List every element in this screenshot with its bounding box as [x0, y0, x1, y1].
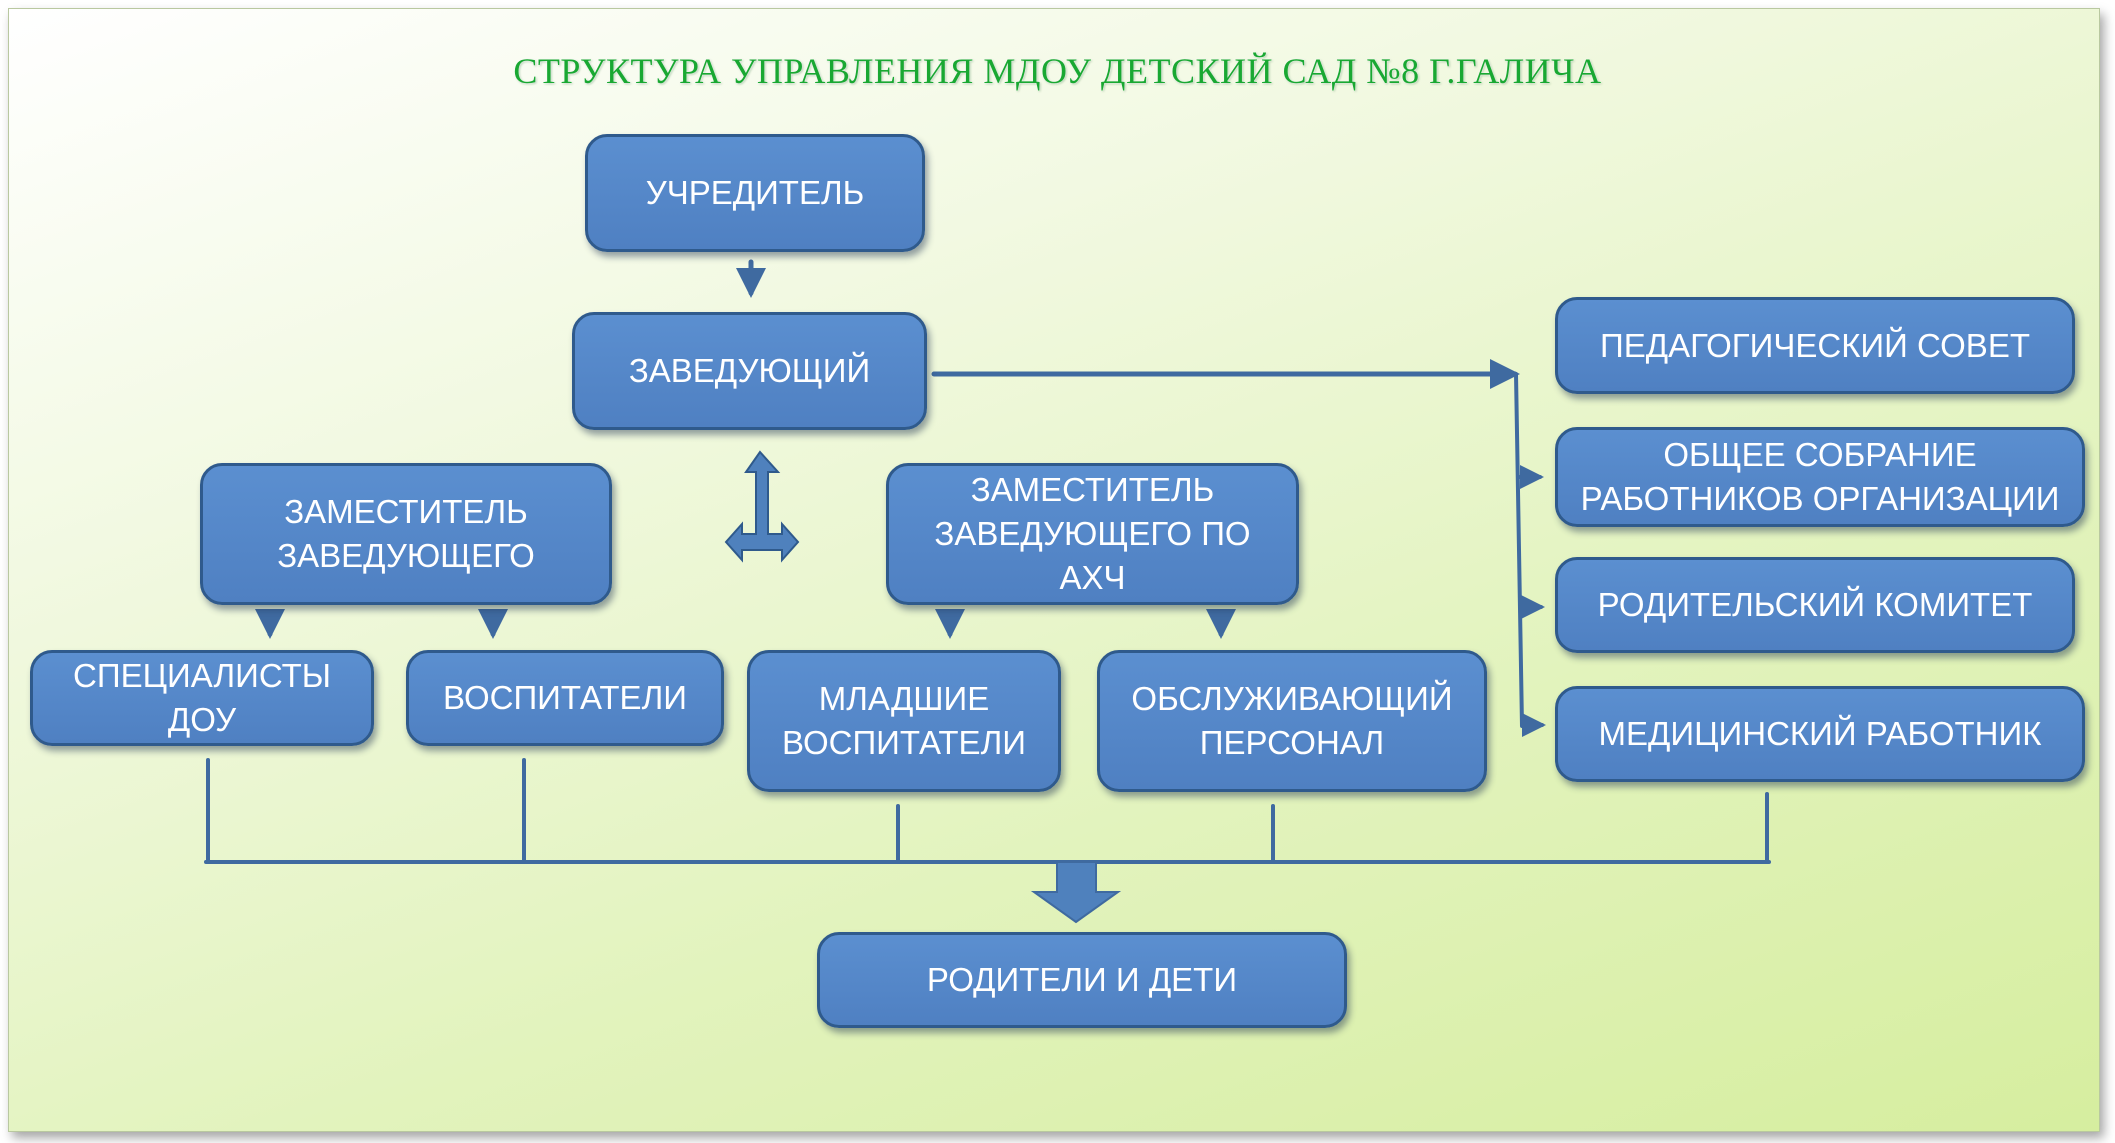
- node-specialists-label: СПЕЦИАЛИСТЫ ДОУ: [73, 657, 331, 738]
- node-service-staff-label: ОБСЛУЖИВАЮЩИЙ ПЕРСОНАЛ: [1131, 680, 1453, 761]
- node-parents-committee-label: РОДИТЕЛЬСКИЙ КОМИТЕТ: [1597, 586, 2033, 623]
- diagram-title: СТРУКТУРА УПРАВЛЕНИЯ МДОУ ДЕТСКИЙ САД №8…: [513, 51, 1602, 91]
- big-down-arrow: [1030, 861, 1122, 924]
- node-deputy-ahch: ЗАМЕСТИТЕЛЬ ЗАВЕДУЮЩЕГО ПО АХЧ: [886, 463, 1299, 605]
- node-medical-worker-label: МЕДИЦИНСКИЙ РАБОТНИК: [1598, 715, 2042, 752]
- node-parents-children-label: РОДИТЕЛИ И ДЕТИ: [926, 961, 1238, 998]
- node-educators: ВОСПИТАТЕЛИ: [406, 650, 724, 746]
- tri-arrow: [724, 450, 800, 563]
- node-parents-committee: РОДИТЕЛЬСКИЙ КОМИТЕТ: [1555, 557, 2075, 653]
- node-educators-label: ВОСПИТАТЕЛИ: [443, 679, 687, 716]
- node-pedagogical-council-label: ПЕДАГОГИЧЕСКИЙ СОВЕТ: [1600, 326, 2030, 364]
- node-head-label: ЗАВЕДУЮЩИЙ: [628, 352, 871, 389]
- node-head: ЗАВЕДУЮЩИЙ: [572, 312, 927, 430]
- node-deputy: ЗАМЕСТИТЕЛЬ ЗАВЕДУЮЩЕГО: [200, 463, 612, 605]
- node-specialists: СПЕЦИАЛИСТЫ ДОУ: [30, 650, 374, 746]
- node-deputy-ahch-label: ЗАМЕСТИТЕЛЬ ЗАВЕДУЮЩЕГО ПО АХЧ: [934, 471, 1251, 596]
- node-parents-children: РОДИТЕЛИ И ДЕТИ: [817, 932, 1347, 1028]
- node-junior-educators-label: МЛАДШИЕ ВОСПИТАТЕЛИ: [782, 680, 1026, 761]
- node-pedagogical-council: ПЕДАГОГИЧЕСКИЙ СОВЕТ: [1555, 297, 2075, 394]
- node-general-meeting: ОБЩЕЕ СОБРАНИЕ РАБОТНИКОВ ОРГАНИЗАЦИИ: [1555, 427, 2085, 527]
- node-service-staff: ОБСЛУЖИВАЮЩИЙ ПЕРСОНАЛ: [1097, 650, 1487, 792]
- node-deputy-label: ЗАМЕСТИТЕЛЬ ЗАВЕДУЮЩЕГО: [277, 493, 535, 574]
- node-founder-label: УЧРЕДИТЕЛЬ: [645, 174, 865, 211]
- node-general-meeting-label: ОБЩЕЕ СОБРАНИЕ РАБОТНИКОВ ОРГАНИЗАЦИИ: [1580, 436, 2060, 517]
- node-founder: УЧРЕДИТЕЛЬ: [585, 134, 925, 252]
- node-medical-worker: МЕДИЦИНСКИЙ РАБОТНИК: [1555, 686, 2085, 782]
- connector-councils-trunk: [1514, 372, 1524, 728]
- node-junior-educators: МЛАДШИЕ ВОСПИТАТЕЛИ: [747, 650, 1061, 792]
- bottom-bus: [204, 758, 1771, 864]
